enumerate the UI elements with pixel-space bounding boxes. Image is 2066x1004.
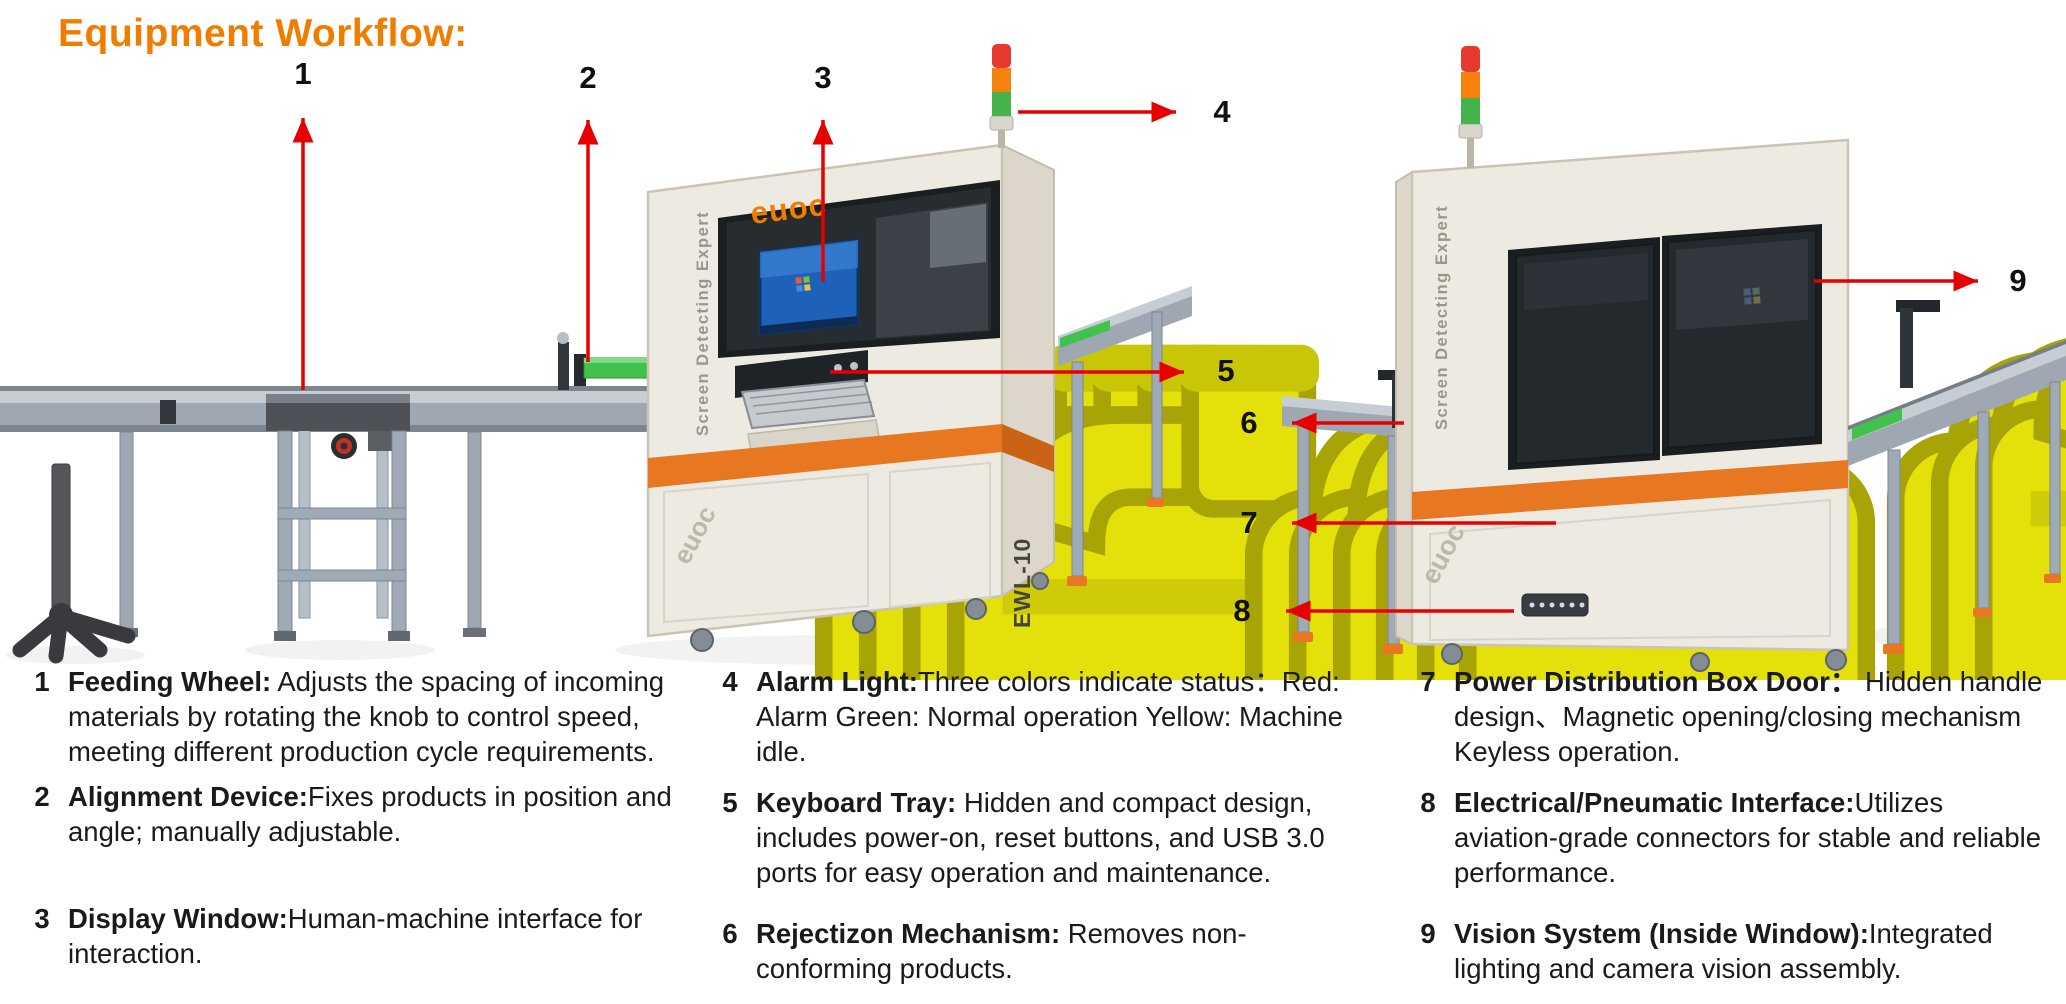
casters bbox=[690, 572, 1049, 652]
description-text: Keyboard Tray: Hidden and compact design… bbox=[756, 785, 1378, 890]
hmi-display-screen bbox=[758, 238, 860, 336]
feeding-wheel-station bbox=[266, 394, 410, 641]
power-distribution-box-door bbox=[1429, 498, 1831, 642]
description-label: Rejectizon Mechanism: bbox=[756, 918, 1061, 949]
description-body: Human-machine interface for interaction. bbox=[68, 903, 643, 969]
description-number: 3 bbox=[34, 903, 50, 934]
description-body: Hidden handle design、Magnetic opening/cl… bbox=[1454, 666, 2043, 767]
description-column-1: 1 Feeding Wheel: Adjusts the spacing of … bbox=[28, 664, 704, 971]
alarm-orange-segment bbox=[1461, 72, 1480, 98]
description-item-display-window: 3 Display Window:Human-machine interface… bbox=[28, 901, 704, 971]
description-text: Rejectizon Mechanism: Removes non-confor… bbox=[756, 916, 1378, 986]
callout-number-2: 2 bbox=[579, 60, 597, 95]
description-column-2: 4 Alarm Light:Three colors indicate stat… bbox=[716, 664, 1378, 986]
callout-number-5: 5 bbox=[1217, 353, 1235, 388]
description-number: 2 bbox=[34, 781, 50, 812]
description-item-alignment-device: 2 Alignment Device:Fixes products in pos… bbox=[28, 779, 704, 849]
description-text: Power Distribution Box Door： Hidden hand… bbox=[1454, 664, 2054, 769]
description-body: Three colors indicate status：Red: Alarm … bbox=[756, 666, 1343, 767]
description-item-rejection-mechanism: 6 Rejectizon Mechanism: Removes non-conf… bbox=[716, 916, 1378, 986]
description-body: Utilizes aviation-grade connectors for s… bbox=[1454, 787, 2042, 888]
alarm-orange-segment bbox=[992, 68, 1011, 92]
description-label: Alignment Device: bbox=[68, 781, 308, 812]
inspection-window-right bbox=[1667, 228, 1817, 450]
alarm-green-segment bbox=[992, 92, 1011, 116]
pusher-fixture bbox=[1896, 300, 1940, 388]
description-body: Adjusts the spacing of incoming material… bbox=[68, 666, 665, 767]
description-number: 1 bbox=[34, 666, 50, 697]
callout-number-1: 1 bbox=[294, 56, 312, 91]
description-text: Alignment Device:Fixes products in posit… bbox=[68, 779, 704, 849]
alarm-light-tower-2 bbox=[1458, 46, 1483, 168]
alarm-red-segment bbox=[992, 44, 1011, 68]
equipment-illustration: euoc Screen Detecting Expert EWL-10 euoc bbox=[0, 44, 2066, 680]
description-text: Feeding Wheel: Adjusts the spacing of in… bbox=[68, 664, 704, 769]
reset-button bbox=[850, 362, 858, 370]
description-item-power-distribution-door: 7 Power Distribution Box Door： Hidden ha… bbox=[1414, 664, 2054, 769]
description-item-alarm-light: 4 Alarm Light:Three colors indicate stat… bbox=[716, 664, 1378, 769]
machine2-side-label: Screen Detecting Expert bbox=[1433, 205, 1451, 430]
description-text: Vision System (Inside Window):Integrated… bbox=[1454, 916, 2054, 986]
callout-number-7: 7 bbox=[1240, 505, 1258, 540]
description-label: Keyboard Tray: bbox=[756, 787, 957, 818]
callout-number-8: 8 bbox=[1233, 593, 1251, 628]
description-body: Integrated lighting and camera vision as… bbox=[1454, 918, 1993, 984]
description-item-vision-system: 9 Vision System (Inside Window):Integrat… bbox=[1414, 916, 2054, 986]
outfeed-conveyor bbox=[1848, 300, 2066, 654]
description-text: Display Window:Human-machine interface f… bbox=[68, 901, 704, 971]
machine-2: Screen Detecting Expert euoc bbox=[1395, 138, 1850, 672]
description-number: 7 bbox=[1420, 666, 1436, 697]
callout-number-4: 4 bbox=[1213, 94, 1231, 129]
callout-arrows bbox=[292, 101, 1978, 622]
description-number: 4 bbox=[722, 666, 738, 697]
description-body: Hidden and compact design, includes powe… bbox=[756, 787, 1325, 888]
accent-band bbox=[1412, 460, 1848, 520]
description-body: Fixes products in position and angle; ma… bbox=[68, 781, 672, 847]
description-number: 5 bbox=[722, 787, 738, 818]
alarm-light-tower-1 bbox=[989, 44, 1014, 148]
description-column-3: 7 Power Distribution Box Door： Hidden ha… bbox=[1414, 664, 2054, 986]
description-label: Display Window: bbox=[68, 903, 288, 934]
transfer-conveyor bbox=[1058, 257, 2066, 680]
power-button bbox=[834, 364, 842, 372]
page-title: Equipment Workflow: bbox=[58, 12, 468, 55]
accent-band bbox=[648, 424, 1002, 488]
callout-number-6: 6 bbox=[1240, 405, 1258, 440]
windows-logo-icon bbox=[795, 276, 811, 292]
description-label: Power Distribution Box Door： bbox=[1454, 666, 1858, 697]
description-body: Removes non-conforming products. bbox=[756, 918, 1247, 984]
alarm-green-segment bbox=[1461, 98, 1480, 124]
description-label: Vision System (Inside Window): bbox=[1454, 918, 1869, 949]
feeding-wheel-knob bbox=[331, 433, 357, 459]
machine-1: euoc Screen Detecting Expert EWL-10 euoc bbox=[646, 143, 1055, 652]
description-number: 8 bbox=[1420, 787, 1436, 818]
description-item-keyboard-tray: 5 Keyboard Tray: Hidden and compact desi… bbox=[716, 785, 1378, 890]
description-number: 6 bbox=[722, 918, 738, 949]
vision-system-glint bbox=[1743, 287, 1761, 305]
alarm-red-segment bbox=[1461, 46, 1480, 72]
callout-number-9: 9 bbox=[2009, 263, 2027, 298]
description-item-electrical-pneumatic-interface: 8 Electrical/Pneumatic Interface:Utilize… bbox=[1414, 785, 2054, 890]
description-label: Electrical/Pneumatic Interface: bbox=[1454, 787, 1855, 818]
sensor-stand bbox=[12, 463, 136, 664]
description-text: Electrical/Pneumatic Interface:Utilizes … bbox=[1454, 785, 2054, 890]
description-number: 9 bbox=[1420, 918, 1436, 949]
description-text: Alarm Light:Three colors indicate status… bbox=[756, 664, 1378, 769]
callout-number-3: 3 bbox=[814, 60, 832, 95]
casters bbox=[1441, 643, 1847, 672]
electrical-pneumatic-interface bbox=[1521, 593, 1589, 617]
description-item-feeding-wheel: 1 Feeding Wheel: Adjusts the spacing of … bbox=[28, 664, 704, 769]
description-label: Feeding Wheel: bbox=[68, 666, 272, 697]
machine1-side-label: Screen Detecting Expert bbox=[694, 211, 712, 436]
machine1-model: EWL-10 bbox=[1009, 538, 1035, 628]
description-label: Alarm Light: bbox=[756, 666, 918, 697]
inspection-window-left bbox=[1515, 242, 1655, 466]
